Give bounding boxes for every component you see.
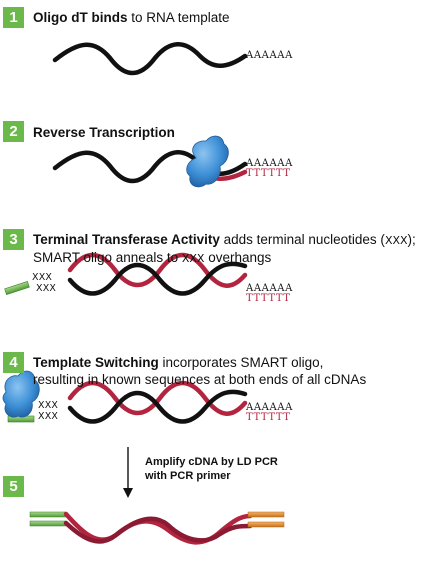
- poly-t-primer: TTTTTT: [246, 293, 291, 304]
- rna-template-strand: [67, 261, 248, 296]
- smart-oligo: [4, 281, 30, 295]
- step-title: Template Switching: [33, 355, 159, 370]
- poly-t-primer: TTTTTT: [246, 168, 291, 179]
- rna-template-strand: [67, 389, 248, 424]
- cdna-strand: [63, 516, 253, 544]
- cdna-strand: [67, 252, 248, 288]
- reverse-transcriptase-enzyme: [186, 135, 229, 188]
- cdna-strand: [67, 380, 248, 416]
- step-title: Terminal Transferase Activity: [33, 232, 220, 247]
- overhang-nucleotides: XXX: [36, 283, 57, 294]
- step-caption: Template Switching incorporates SMART ol…: [33, 355, 367, 387]
- step-title: Oligo dT binds: [33, 10, 128, 25]
- step-badge: 3: [3, 229, 24, 250]
- step-caption: Oligo dT binds to RNA template: [33, 9, 230, 26]
- step-title: Reverse Transcription: [33, 125, 175, 140]
- pcr-primer: [247, 511, 285, 518]
- step-badge: 1: [3, 7, 24, 28]
- poly-a-tail: AAAAAA: [246, 158, 293, 169]
- rna-template-strand: [52, 42, 248, 76]
- step-badge: 5: [3, 476, 24, 497]
- overhang-nucleotides: XXX: [38, 411, 59, 422]
- pcr-primer: [247, 521, 285, 528]
- flow-arrow-head: [123, 488, 133, 498]
- smart-oligo: [29, 520, 67, 527]
- cdna-strand: [63, 511, 253, 545]
- poly-a-tail: AAAAAA: [246, 50, 293, 61]
- poly-t-primer: TTTTTT: [246, 412, 291, 423]
- step-caption: Reverse Transcription: [33, 124, 175, 141]
- overhang-nucleotides: XXX: [32, 272, 53, 283]
- step-description: to RNA template: [127, 10, 230, 25]
- step-badge: 4: [3, 352, 24, 373]
- poly-a-tail: AAAAAA: [246, 283, 293, 294]
- overhang-nucleotides: XXX: [38, 400, 59, 411]
- smart-oligo: [29, 511, 67, 518]
- reverse-transcriptase-enzyme: [2, 370, 40, 418]
- poly-a-tail: AAAAAA: [246, 402, 293, 413]
- step-badge: 2: [3, 121, 24, 142]
- step-caption: Terminal Transferase Activity adds termi…: [33, 232, 416, 265]
